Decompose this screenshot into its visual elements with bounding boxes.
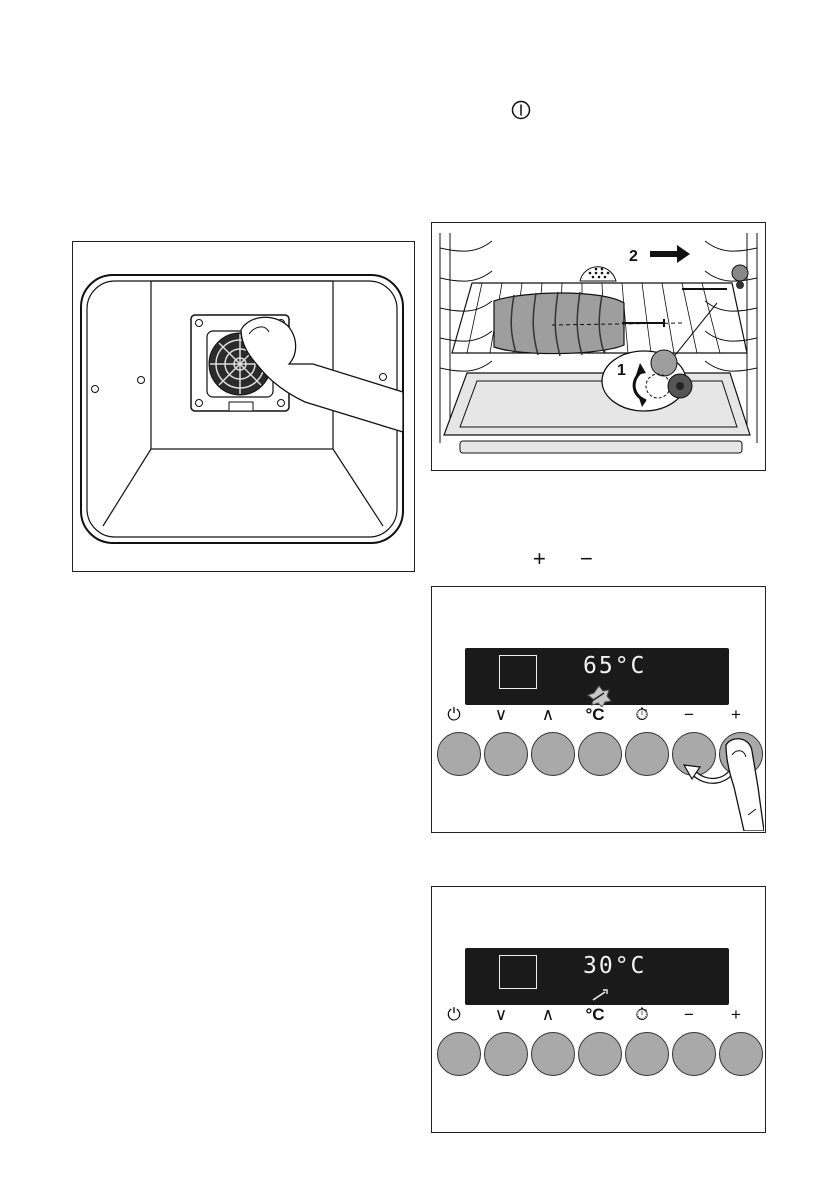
display-screen: 30°C xyxy=(465,948,729,1005)
up-button[interactable] xyxy=(531,1032,575,1076)
control-panel-b: 30°C ⏻ ∨ ∧ °C ⏱ − + xyxy=(431,886,766,1133)
up-button[interactable] xyxy=(531,732,575,776)
down-button[interactable] xyxy=(484,732,528,776)
temperature-readout: 65°C xyxy=(583,653,646,679)
step-2-label: 2 xyxy=(629,248,638,265)
timer-probe-button[interactable] xyxy=(625,1032,669,1076)
step-1-label: 1 xyxy=(617,362,626,379)
temperature-readout: 30°C xyxy=(583,953,646,979)
label-power: ⏻ xyxy=(434,705,474,725)
label-temperature: °C xyxy=(575,1005,615,1025)
label-minus: − xyxy=(669,705,709,725)
display-indicator-box xyxy=(499,955,537,989)
power-button[interactable] xyxy=(437,732,481,776)
label-up: ∧ xyxy=(528,705,568,725)
probe-icon xyxy=(586,685,612,707)
power-icon xyxy=(509,98,533,122)
oven-fan-figure xyxy=(72,241,415,572)
label-timer-probe: ⏱ xyxy=(622,705,662,725)
timer-probe-button[interactable] xyxy=(625,732,669,776)
power-button[interactable] xyxy=(437,1032,481,1076)
temperature-button[interactable] xyxy=(578,1032,622,1076)
temperature-button[interactable] xyxy=(578,732,622,776)
down-button[interactable] xyxy=(484,1032,528,1076)
display-indicator-box xyxy=(499,655,537,689)
plus-button[interactable] xyxy=(719,1032,763,1076)
label-plus: + xyxy=(716,1005,756,1025)
label-up: ∧ xyxy=(528,1005,568,1025)
label-power: ⏻ xyxy=(434,1005,474,1025)
minus-symbol: − xyxy=(580,548,593,570)
meat-probe-figure: 2 1 xyxy=(431,222,766,471)
label-down: ∨ xyxy=(481,1005,521,1025)
minus-button[interactable] xyxy=(672,1032,716,1076)
label-plus: + xyxy=(716,705,756,725)
label-temperature: °C xyxy=(575,705,615,725)
finger-press-icon xyxy=(672,727,764,831)
probe-icon xyxy=(591,988,609,1002)
control-panel-a: 65°C ⏻ ∨ ∧ °C ⏱ − + xyxy=(431,586,766,833)
label-minus: − xyxy=(669,1005,709,1025)
plus-symbol: + xyxy=(533,548,546,570)
display-screen: 65°C xyxy=(465,648,729,705)
label-timer-probe: ⏱ xyxy=(622,1005,662,1025)
label-down: ∨ xyxy=(481,705,521,725)
